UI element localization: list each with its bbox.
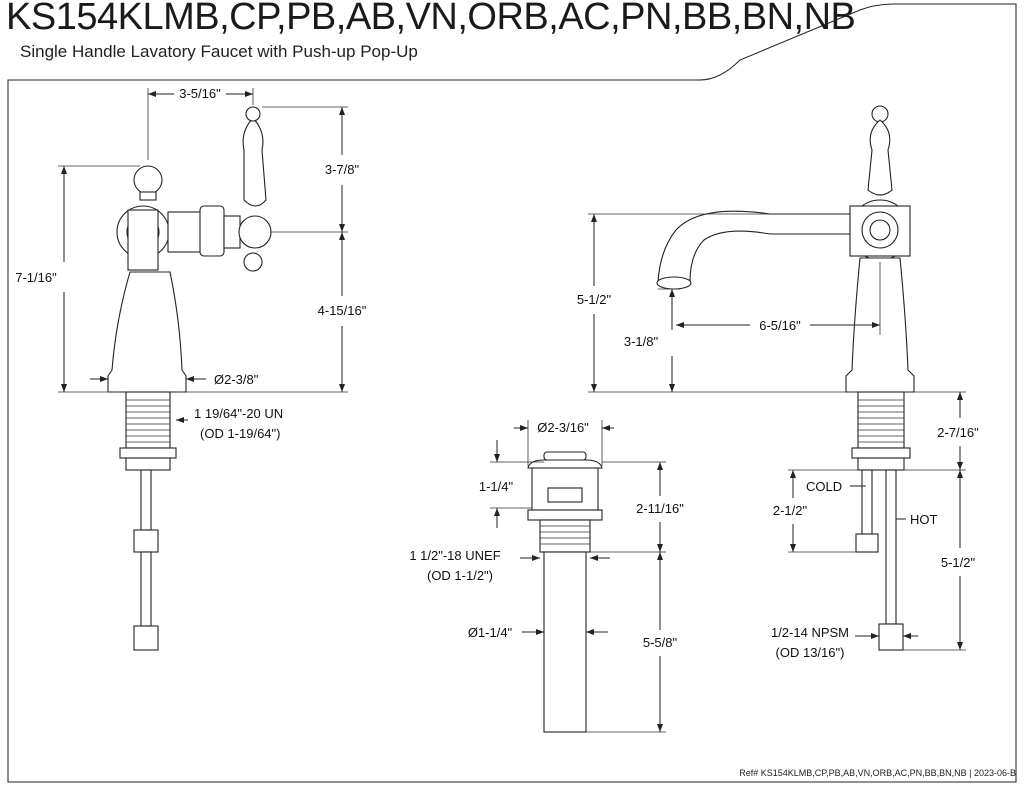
dim-side-spout-reach: 6-5/16": [759, 318, 801, 333]
drawing-border: [7, 3, 1017, 783]
dim-side-npsm-od: (OD 13/16"): [776, 645, 845, 660]
dim-front-body-height: 4-15/16": [318, 303, 367, 318]
side-view-dimensions: 5-1/2" 3-1/8" 6-5/16" 2-7/16" COLD HOT 2…: [577, 213, 979, 660]
dim-side-spout-height: 5-1/2": [577, 292, 612, 307]
dim-side-spout-clear: 3-1/8": [624, 334, 659, 349]
dim-drain-tail-length: 5-5/8": [643, 635, 678, 650]
dim-drain-thread-od: (OD 1-1/2"): [427, 568, 493, 583]
side-view-faucet: [656, 105, 915, 651]
dim-drain-flange-dia: Ø2-3/16": [537, 420, 589, 435]
dim-drain-body: 2-11/16": [636, 501, 684, 516]
dim-side-shank-length: 2-7/16": [937, 425, 979, 440]
dim-front-handle-offset: 3-5/16": [179, 86, 221, 101]
front-view-dimensions: 3-5/16" 3-7/8" 4-15/16" 7-1/16" Ø2-3/8" …: [15, 86, 366, 441]
front-view-faucet: [107, 106, 272, 651]
label-hot: HOT: [910, 512, 938, 527]
drain-dimensions: Ø2-3/16" 1-1/4" 2-11/16" 1 1/2"-18 UNEF …: [409, 420, 684, 733]
dim-side-npsm: 1/2-14 NPSM: [771, 625, 849, 640]
pop-up-drain: [527, 451, 603, 733]
dim-front-total-height: 7-1/16": [15, 270, 57, 285]
dim-drain-tail-dia: Ø1-1/4": [468, 625, 513, 640]
dim-front-thread: 1 19/64"-20 UN: [194, 406, 283, 421]
dim-front-handle-height: 3-7/8": [325, 162, 360, 177]
dim-front-base-dia: Ø2-3/8": [214, 372, 259, 387]
dim-side-supply-a: 2-1/2": [773, 503, 808, 518]
reference-footer: Ref# KS154KLMB,CP,PB,AB,VN,ORB,AC,PN,BB,…: [739, 768, 1016, 778]
dim-drain-thread: 1 1/2"-18 UNEF: [409, 548, 500, 563]
dim-drain-cap: 1-1/4": [479, 479, 514, 494]
page-subtitle: Single Handle Lavatory Faucet with Push-…: [20, 42, 418, 61]
label-cold: COLD: [806, 479, 842, 494]
page-title: KS154KLMB,CP,PB,AB,VN,ORB,AC,PN,BB,BN,NB: [6, 0, 856, 38]
dim-side-supply-b: 5-1/2": [941, 555, 976, 570]
dim-front-thread-od: (OD 1-19/64"): [200, 426, 280, 441]
